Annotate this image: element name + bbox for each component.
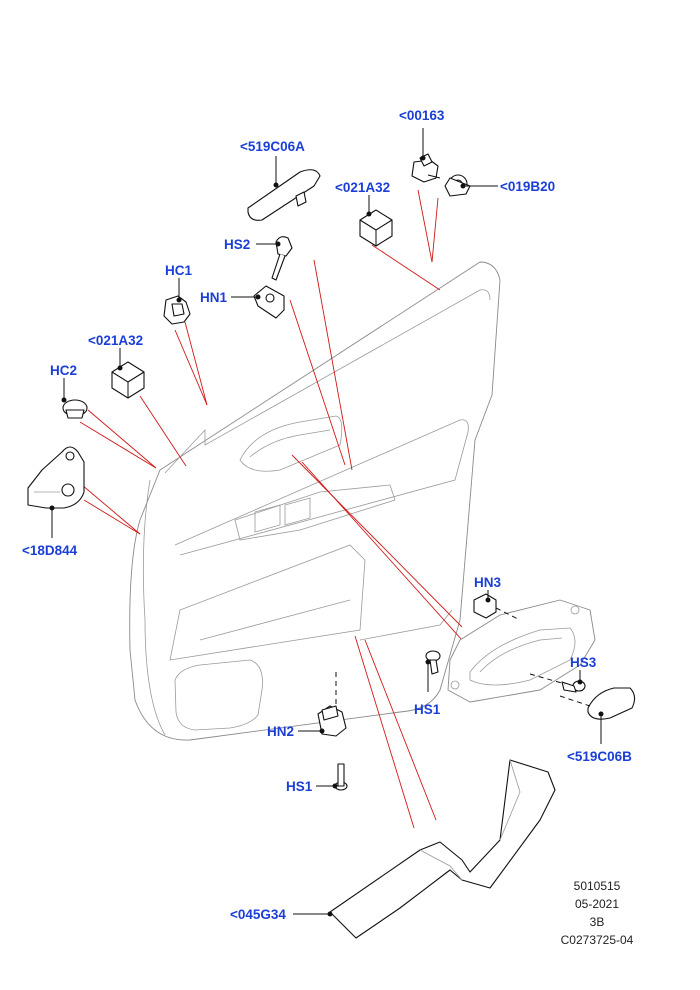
reference-line-2: 05-2021 <box>575 897 619 911</box>
nut-hn3[interactable] <box>473 593 521 621</box>
clip-hc1[interactable] <box>163 295 191 325</box>
callout-019b20[interactable]: <019B20 <box>500 179 555 194</box>
callout-021a32-upper[interactable]: <021A32 <box>335 180 390 195</box>
callout-045g34[interactable]: <045G34 <box>230 907 286 922</box>
callout-hc1[interactable]: HC1 <box>165 263 192 278</box>
fastener-00163[interactable] <box>411 153 441 183</box>
callout-18d844[interactable]: <18D844 <box>22 543 78 558</box>
bracket-18d844[interactable] <box>27 446 85 509</box>
callout-hn1[interactable]: HN1 <box>200 290 227 305</box>
plug-021a32-lower[interactable] <box>111 361 145 399</box>
plug-021a32-upper[interactable] <box>359 209 393 247</box>
callout-hs3[interactable]: HS3 <box>570 655 597 670</box>
callout-hn2[interactable]: HN2 <box>267 724 294 739</box>
cap-519c06b[interactable] <box>559 687 636 720</box>
reference-line-3: 3B <box>590 915 605 929</box>
callout-519c06a[interactable]: <519C06A <box>240 139 305 154</box>
trim-strip-045g34[interactable] <box>329 759 556 939</box>
callout-hc2[interactable]: HC2 <box>50 363 77 378</box>
clip-hc2[interactable] <box>62 399 88 419</box>
callout-labels: <00163 <519C06A <021A32 <019B20 HS2 HC1 … <box>22 108 632 922</box>
reference-line-1: 5010515 <box>574 879 621 893</box>
callout-hs1-right[interactable]: HS1 <box>414 702 441 717</box>
reference-line-4: C0273725-04 <box>561 933 634 947</box>
callout-00163[interactable]: <00163 <box>399 108 445 123</box>
screw-hs2[interactable] <box>271 236 293 281</box>
reference-block: 5010515 05-2021 3B C0273725-04 <box>561 879 634 947</box>
handle-bezel-assembly[interactable] <box>447 599 596 703</box>
callout-hs1-lower[interactable]: HS1 <box>286 779 313 794</box>
red-leader-lines <box>79 189 463 829</box>
callout-519c06b[interactable]: <519C06B <box>567 749 632 764</box>
callout-hn3[interactable]: HN3 <box>474 575 501 590</box>
callout-leaders <box>49 128 604 917</box>
clip-019b20[interactable] <box>444 174 471 197</box>
screw-hs1-lower[interactable] <box>334 763 348 791</box>
nut-hn2[interactable] <box>317 672 347 737</box>
callout-hs2[interactable]: HS2 <box>224 237 250 252</box>
callout-021a32-lower[interactable]: <021A32 <box>88 333 143 348</box>
cover-519c06a[interactable] <box>247 169 321 221</box>
door-trim-panel <box>129 261 501 741</box>
nut-hn1[interactable] <box>253 285 285 319</box>
screw-hs1-right[interactable] <box>425 650 441 675</box>
